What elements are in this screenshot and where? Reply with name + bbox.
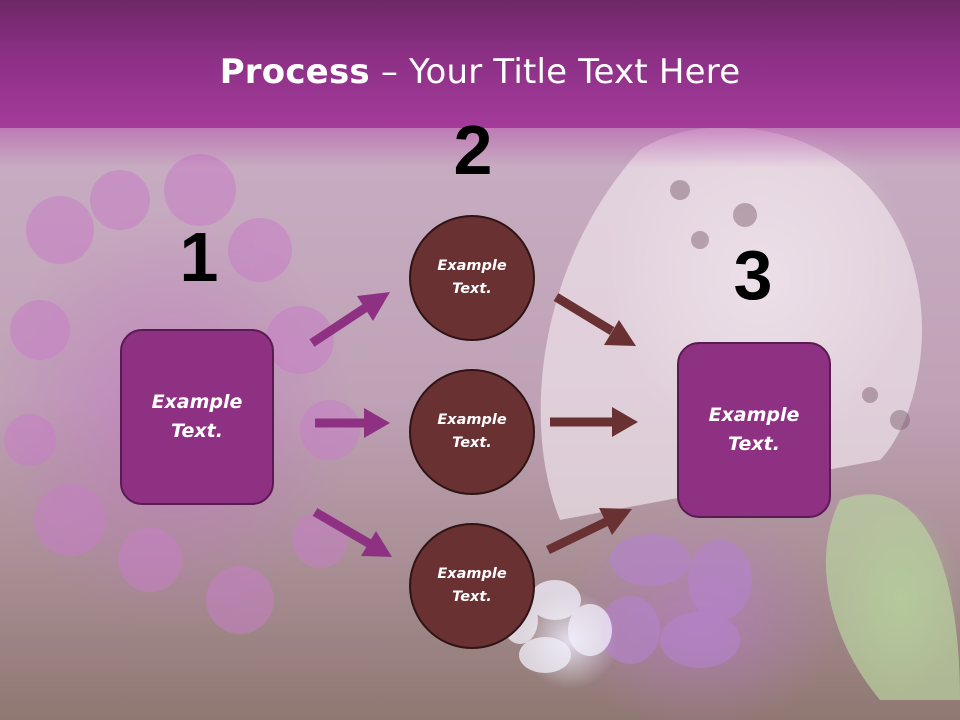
slide-title-rest: – Your Title Text Here — [369, 52, 741, 92]
step-2-circle-top: Example Text. — [409, 215, 535, 341]
arrow-circle-middle-to-3 — [550, 407, 638, 437]
circle-middle-line2: Text. — [452, 435, 492, 451]
step-number-3: 3 — [733, 236, 773, 314]
arrow-1-to-circle-top — [309, 292, 390, 347]
arrow-circle-bottom-to-3 — [546, 508, 632, 555]
step-1-box: Example Text. — [120, 329, 274, 505]
step-2-circle-middle: Example Text. — [409, 369, 535, 495]
slide-title-bold: Process — [219, 52, 370, 92]
arrow-1-to-circle-middle — [315, 408, 390, 438]
circle-middle-line1: Example — [437, 412, 507, 428]
step-3-box-line2: Text. — [728, 433, 780, 455]
arrow-circle-top-to-3 — [553, 293, 636, 346]
slide-title: Process – Your Title Text Here — [0, 52, 960, 92]
step-3-box-line1: Example — [708, 404, 800, 426]
step-number-2: 2 — [453, 111, 493, 189]
step-1-box-line1: Example — [151, 391, 243, 413]
step-number-1: 1 — [179, 218, 219, 296]
circle-bottom-line2: Text. — [452, 589, 492, 605]
circle-top-line1: Example — [437, 258, 507, 274]
circle-bottom-line1: Example — [437, 566, 507, 582]
arrow-1-to-circle-bottom — [312, 508, 392, 557]
step-2-circle-bottom: Example Text. — [409, 523, 535, 649]
title-bar-fade — [0, 128, 960, 168]
step-3-box: Example Text. — [677, 342, 831, 518]
title-bar — [0, 0, 960, 128]
step-1-box-line2: Text. — [171, 420, 223, 442]
circle-top-line2: Text. — [452, 281, 492, 297]
